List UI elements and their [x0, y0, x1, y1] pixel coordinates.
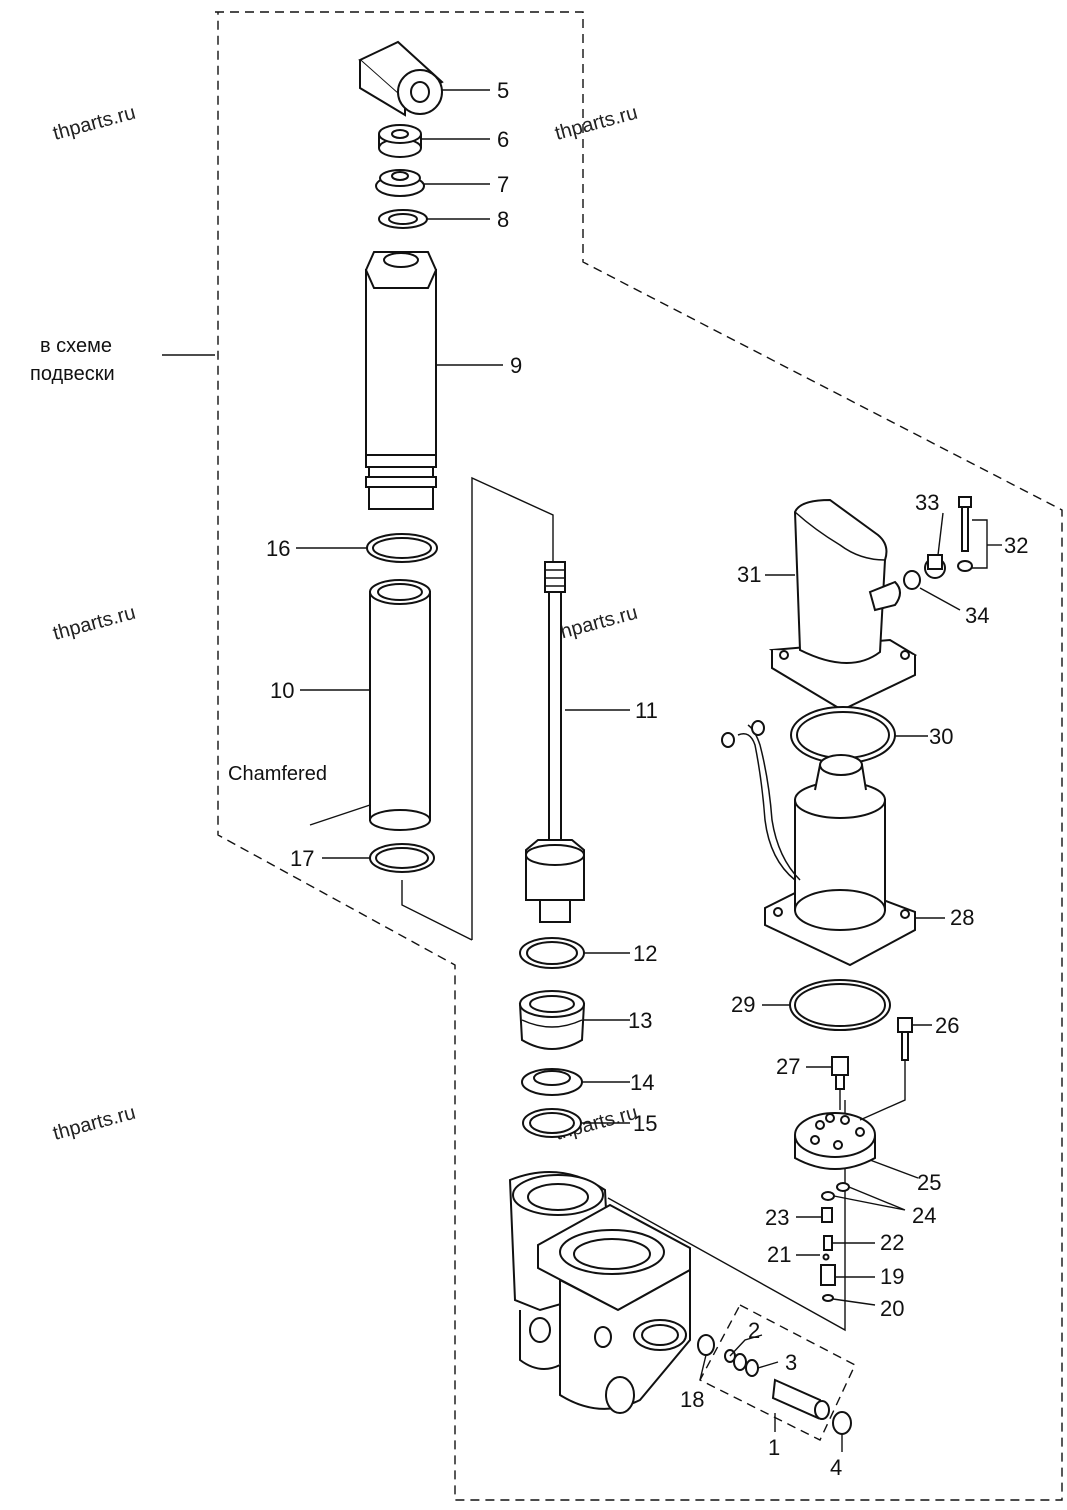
part-label-9: 9 [510, 353, 522, 378]
part-label-15: 15 [633, 1111, 657, 1136]
connector-lines [401, 476, 846, 1332]
part-label-23: 23 [765, 1205, 789, 1230]
part-label-2: 2 [748, 1318, 760, 1343]
leader-lines [162, 89, 1002, 1452]
part-11-piston-rod [525, 561, 585, 923]
part-17-oring [369, 843, 435, 873]
part-label-33: 33 [915, 490, 939, 515]
part-label-32: 32 [1004, 533, 1028, 558]
part-13-seal [518, 990, 586, 1050]
part-32-bolt [957, 496, 973, 572]
part-label-27: 27 [776, 1054, 800, 1079]
part-label-19: 19 [880, 1264, 904, 1289]
part-label-31: 31 [737, 562, 761, 587]
part-9-cylinder [364, 251, 438, 510]
part-label-7: 7 [497, 172, 509, 197]
part-label-14: 14 [630, 1070, 654, 1095]
part-label-8: 8 [497, 207, 509, 232]
part-label-4: 4 [830, 1455, 842, 1480]
part-33-plug [924, 554, 946, 579]
part-label-1: 1 [768, 1435, 780, 1460]
part-label-29: 29 [731, 992, 755, 1017]
part-31-cover [768, 498, 918, 712]
part-label-25: 25 [917, 1170, 941, 1195]
part-labels: 5 6 7 8 9 16 10 17 11 12 13 14 15 31 33 … [266, 78, 1028, 1480]
small-valve-parts [820, 1182, 850, 1302]
part-6-nut [378, 124, 422, 158]
part-label-30: 30 [929, 724, 953, 749]
part-27-valve [831, 1056, 849, 1090]
part-7-washer [375, 169, 425, 197]
part-14-washer [521, 1068, 583, 1096]
part-8-ring [378, 209, 428, 229]
part-label-17: 17 [290, 846, 314, 871]
part-label-22: 22 [880, 1230, 904, 1255]
part-label-5: 5 [497, 78, 509, 103]
part-label-12: 12 [633, 941, 657, 966]
part-15-ring [522, 1108, 582, 1138]
chamfered-note: Chamfered [228, 763, 327, 785]
part-label-16: 16 [266, 536, 290, 561]
watermark: thparts.ru [553, 602, 640, 645]
suspension-reference-note: в схеме [40, 335, 112, 357]
suspension-reference-note: подвески [30, 363, 115, 385]
part-28-motor [721, 720, 916, 967]
part-label-18: 18 [680, 1387, 704, 1412]
part-label-10: 10 [270, 678, 294, 703]
watermark: thparts.ru [51, 1102, 138, 1145]
part-label-13: 13 [628, 1008, 652, 1033]
part-16-oring [366, 533, 438, 563]
part-5-cap [358, 40, 444, 117]
part-29-oring [789, 979, 891, 1031]
part-1-valve-assembly [697, 1334, 852, 1435]
part-label-34: 34 [965, 603, 989, 628]
watermark: thparts.ru [553, 102, 640, 145]
watermark: thparts.ru [51, 602, 138, 645]
part-label-3: 3 [785, 1350, 797, 1375]
part-label-26: 26 [935, 1013, 959, 1038]
part-label-28: 28 [950, 905, 974, 930]
part-label-20: 20 [880, 1296, 904, 1321]
assembly-boundary [215, 11, 1063, 1501]
part-10-sleeve [369, 579, 431, 831]
part-12-ring [519, 937, 585, 969]
watermark: thparts.ru [51, 102, 138, 145]
part-25-valve-body [794, 1112, 876, 1170]
part-label-6: 6 [497, 127, 509, 152]
part-26-bolt [897, 1017, 913, 1061]
part-label-24: 24 [912, 1203, 936, 1228]
part-30-oring [790, 706, 896, 764]
part-label-21: 21 [767, 1242, 791, 1267]
pump-housing [508, 1171, 691, 1414]
part-34-oring [903, 570, 921, 590]
part-label-11: 11 [635, 698, 658, 723]
